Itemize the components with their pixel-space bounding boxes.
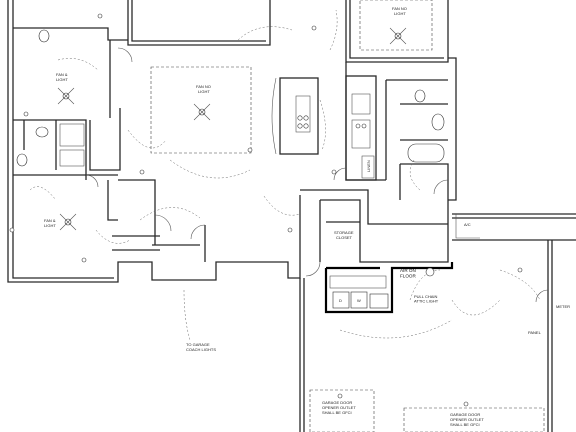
- master-tray: [359, 0, 433, 51]
- ceiling-fans: [57, 27, 407, 231]
- ac-return: [425, 267, 435, 277]
- dryer-label: D: [339, 298, 342, 303]
- outlet-marks: [9, 13, 523, 407]
- washer: [350, 291, 368, 309]
- bathtub: [407, 143, 445, 163]
- water-heater: [369, 293, 389, 309]
- kitchen-counters: [345, 75, 377, 181]
- washer-label: W: [357, 298, 361, 303]
- fan-bedroom-2: [59, 213, 77, 231]
- garage-box-2: [403, 407, 545, 432]
- dryer: [332, 291, 350, 309]
- label-panel: PANEL: [528, 330, 542, 335]
- bath-toilet: [35, 126, 49, 138]
- label-ac: A/C: [464, 222, 471, 227]
- master-toilet: [431, 113, 445, 131]
- interior-walls: [13, 27, 449, 263]
- upper-toilet: [38, 29, 50, 43]
- great-room-tray: [150, 66, 252, 154]
- fan-great-room: [193, 103, 211, 121]
- ac-unit: [425, 214, 480, 277]
- bath-sink: [16, 153, 28, 167]
- fan-master: [389, 27, 407, 45]
- door-swings: [85, 47, 549, 303]
- label-fan-light-left: FAN &LIGHT: [56, 72, 68, 82]
- label-meter: METER: [556, 304, 570, 309]
- label-linen: LINEN: [366, 160, 371, 172]
- ceiling-outlines: [150, 0, 545, 432]
- garage-box-1: [309, 389, 375, 432]
- fan-bedroom-1: [57, 87, 75, 105]
- kitchen-island: [271, 77, 319, 155]
- master-sink: [414, 89, 426, 103]
- laundry-room: D W: [324, 262, 454, 314]
- label-fan-light-lower-left: FAN &LIGHT: [44, 218, 56, 228]
- switch-wiring: [29, 9, 541, 341]
- bath-fixtures: [16, 29, 445, 167]
- exterior-walls: [7, 0, 576, 432]
